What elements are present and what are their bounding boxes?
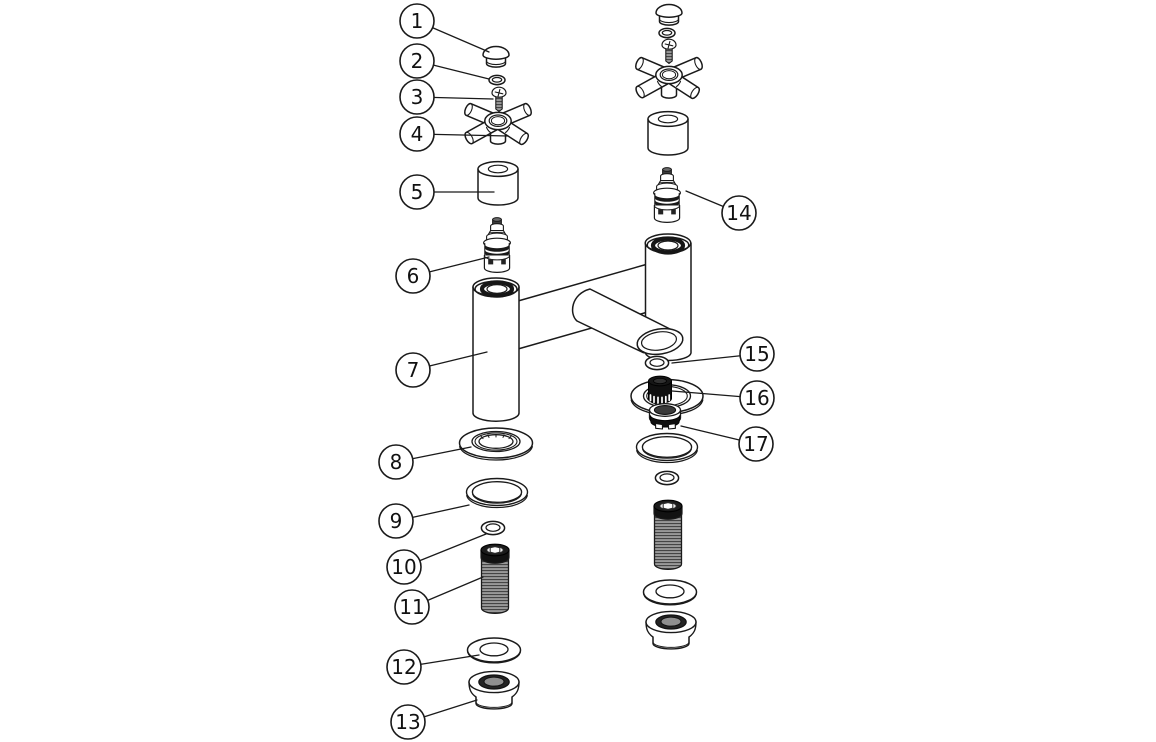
part-washer-left: [466, 637, 522, 664]
part-seal-ring-right: [635, 432, 699, 464]
callout-number-16: 16: [744, 386, 769, 410]
body-spout: [571, 288, 684, 356]
part-threaded-stud-left: [480, 543, 510, 615]
callout-circle-10: [386, 549, 422, 585]
part-oring-small-right: [658, 27, 676, 39]
part-base-flange: [458, 427, 534, 461]
callout-circle-8: [378, 444, 414, 480]
callout-circle-4: [399, 116, 435, 152]
part-threaded-stud-right: [653, 499, 683, 571]
callout-circle-11: [394, 589, 430, 625]
part-backnut-left: [468, 670, 520, 710]
part-backnut-right: [645, 610, 697, 650]
part-oring-small-left: [488, 74, 506, 86]
callout-number-11: 11: [399, 595, 424, 619]
callout-circle-12: [386, 649, 422, 685]
callout-circle-9: [378, 503, 414, 539]
callout-number-12: 12: [391, 655, 416, 679]
part-cartridge-left: [482, 216, 512, 274]
part-seal-ring-left: [465, 477, 529, 509]
callout-number-14: 14: [726, 201, 751, 225]
part-shroud-left: [477, 160, 519, 206]
part-cartridge-right: [652, 166, 682, 224]
callout-number-17: 17: [743, 432, 768, 456]
callout-circle-13: [390, 704, 426, 740]
body-left-column: [472, 277, 520, 422]
faucet-body: [472, 233, 692, 422]
callout-circle-1: [399, 3, 435, 39]
part-cap-right: [655, 3, 683, 26]
callout-number-15: 15: [744, 342, 769, 366]
part-collar-cup: [648, 403, 682, 430]
part-oring-medium-right: [654, 470, 680, 486]
part-shroud-right: [647, 110, 689, 156]
callout-number-13: 13: [395, 710, 420, 734]
callout-number-1: 1: [411, 9, 424, 33]
part-oring-spout: [644, 355, 670, 371]
callout-number-4: 4: [411, 122, 424, 146]
callout-circle-7: [395, 352, 431, 388]
callout-circle-17: [738, 426, 774, 462]
callout-circle-16: [739, 380, 775, 416]
part-oring-medium-left: [480, 520, 506, 536]
callout-circle-14: [721, 195, 757, 231]
callout-circle-5: [399, 174, 435, 210]
part-screw-right: [661, 38, 677, 65]
callout-number-9: 9: [390, 509, 403, 533]
part-cap-left: [482, 45, 510, 68]
part-screw-left: [491, 86, 507, 113]
aerator-insert: [648, 375, 672, 404]
callout-circle-3: [399, 79, 435, 115]
part-washer-right: [642, 579, 698, 606]
callout-circle-2: [399, 43, 435, 79]
callout-number-2: 2: [411, 49, 424, 73]
callout-number-10: 10: [391, 555, 416, 579]
callout-circle-15: [739, 336, 775, 372]
callout-number-6: 6: [407, 264, 420, 288]
callout-number-8: 8: [390, 450, 403, 474]
callout-number-5: 5: [411, 180, 424, 204]
part-aerator-assembly: [630, 375, 704, 416]
callout-circle-6: [395, 258, 431, 294]
callout-number-3: 3: [411, 85, 424, 109]
callout-number-7: 7: [407, 358, 420, 382]
